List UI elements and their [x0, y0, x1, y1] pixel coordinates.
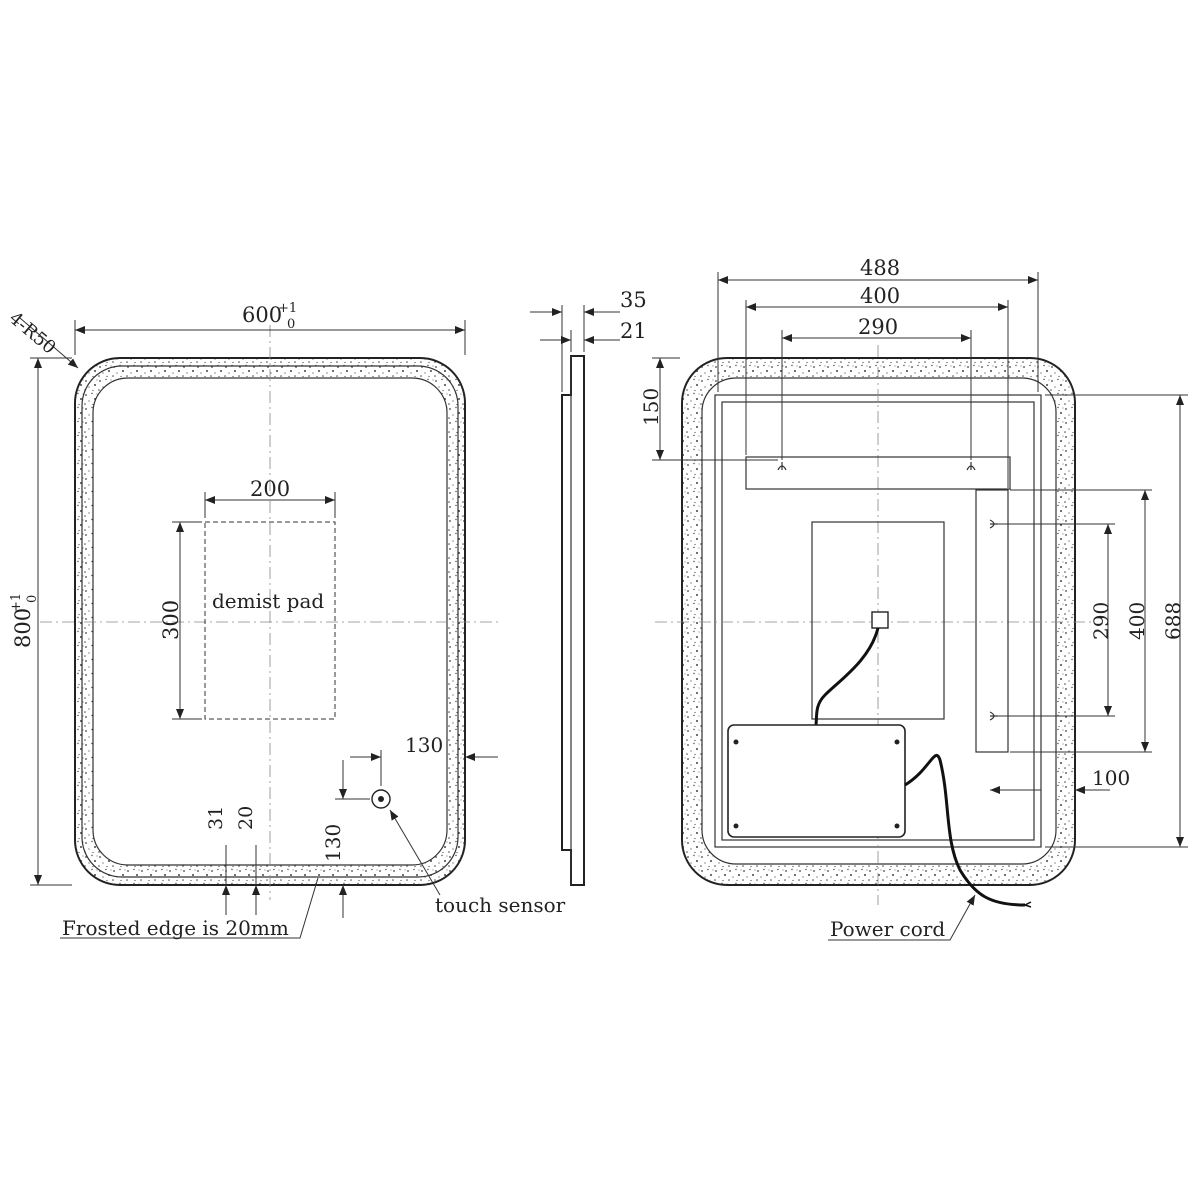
height-290-label: 290: [1089, 602, 1113, 640]
height-400-label: 400: [1125, 602, 1149, 640]
demist-height-label: 300: [159, 600, 183, 640]
side-hook-bottom: [989, 711, 998, 721]
demist-width-label: 200: [250, 477, 290, 501]
front-width-tol-upper: +1: [278, 301, 297, 316]
frosted-edge-leader: [60, 877, 319, 939]
top-150-label: 150: [639, 388, 663, 426]
side-view: 35 21: [530, 288, 647, 886]
back-demist-pad: [811, 521, 945, 720]
corner-radius-leader: [19, 317, 79, 369]
front-width-tol-lower: 0: [287, 317, 295, 332]
corner-radius-label: 4-R50: [5, 308, 60, 359]
power-cord-icon: [904, 753, 1026, 907]
side-profile: [561, 355, 585, 886]
top-bracket-rail: [745, 456, 1011, 490]
top-hook-left: [777, 462, 787, 471]
width-488-label: 488: [860, 256, 900, 280]
depth-glass-label: 21: [620, 319, 647, 343]
touch-sensor-dot: [378, 796, 384, 802]
frosted-edge-label: Frosted edge is 20mm: [62, 916, 289, 940]
sensor-y-label: 130: [321, 824, 345, 862]
front-height-tol-upper: +1: [9, 593, 24, 612]
back-inner-edge: [701, 377, 1057, 865]
back-outer-frame: [681, 357, 1076, 886]
power-cord-leader: [828, 894, 976, 941]
sensor-x-label: 130: [405, 733, 443, 757]
edge-31-label: 31: [205, 806, 227, 830]
power-cord-label: Power cord: [830, 917, 945, 941]
back-view: Power cord 488 400 290 150 290 400: [639, 256, 1188, 941]
width-400-label: 400: [860, 284, 900, 308]
top-hook-right: [966, 462, 976, 471]
depth-total-label: 35: [620, 288, 647, 312]
driver-box: [727, 724, 906, 838]
edge-20-label: 20: [235, 806, 257, 830]
side-hook-top: [989, 519, 998, 529]
front-height-tol-lower: 0: [25, 595, 40, 603]
touch-sensor-leader: [389, 809, 441, 896]
demist-pad-label: demist pad: [212, 589, 324, 613]
right-100-label: 100: [1092, 766, 1130, 790]
front-width-label: 600: [242, 303, 282, 327]
width-290-label: 290: [858, 315, 898, 339]
demist-pad-outline: [204, 521, 336, 720]
touch-sensor-label: touch sensor: [435, 893, 566, 917]
front-view: demist pad 600 +1 0 4-R50 800 +1 0 200: [5, 301, 566, 940]
front-height-label: 800: [11, 608, 35, 648]
connector-box: [871, 611, 889, 629]
height-688-label: 688: [1161, 602, 1185, 640]
side-bracket-rail: [975, 489, 1009, 753]
pad-wire: [814, 627, 880, 726]
